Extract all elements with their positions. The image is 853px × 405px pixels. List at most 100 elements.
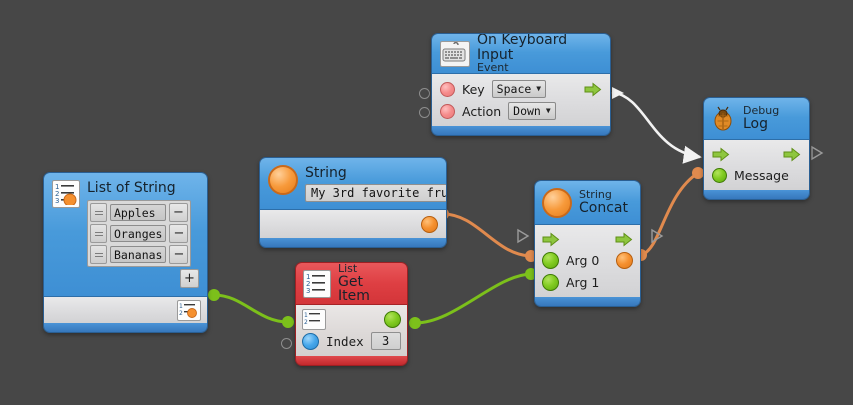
node-header[interactable]: 1 2 3 List Get Item xyxy=(296,263,407,305)
exec-in-arrow-icon[interactable] xyxy=(712,146,730,162)
string-type-icon xyxy=(268,165,298,195)
drag-handle-icon[interactable] xyxy=(90,203,107,222)
node-header[interactable]: Debug Log xyxy=(704,98,809,140)
node-title-block: Debug Log xyxy=(743,105,779,131)
list-item-row[interactable]: Apples − xyxy=(90,203,188,222)
exec-row[interactable] xyxy=(542,229,633,249)
list-item-value[interactable]: Oranges xyxy=(110,225,167,242)
unconnected-socket-action[interactable] xyxy=(419,107,430,118)
list-string-icon: 1 2 3 xyxy=(52,180,80,208)
exec-row[interactable] xyxy=(712,144,801,164)
wire-endpoint xyxy=(208,289,220,301)
chevron-updown-icon: ▼ xyxy=(536,84,542,93)
exec-out-arrow-icon[interactable] xyxy=(783,146,801,162)
action-dropdown-value: Down xyxy=(513,104,541,118)
node-output-strip xyxy=(260,210,446,238)
list-item-row[interactable]: Oranges − xyxy=(90,224,189,243)
index-value-input[interactable]: 3 xyxy=(370,332,401,350)
wire-getitem-to-arg1 xyxy=(414,272,532,325)
remove-item-button[interactable]: − xyxy=(169,224,189,243)
node-list-get-item[interactable]: 1 2 3 List Get Item 1 2 xyxy=(295,262,408,366)
list-editor[interactable]: Apples − Oranges − Bananas − xyxy=(87,200,191,267)
string-value-input[interactable]: My 3rd favorite fruit is: xyxy=(305,184,446,202)
node-title-block: On Keyboard Input Event xyxy=(477,33,600,75)
list-input-icon[interactable]: 1 2 xyxy=(302,309,326,330)
input-label-arg1: Arg 1 xyxy=(566,274,600,290)
action-dropdown[interactable]: Down ▼ xyxy=(508,102,556,120)
drag-handle-icon[interactable] xyxy=(90,224,107,243)
socket-arg1[interactable] xyxy=(542,273,559,291)
node-body: Key Space ▼ Action Down ▼ xyxy=(432,74,610,126)
node-string-concat[interactable]: String Concat Arg 0 A xyxy=(534,180,641,307)
wire-exec-keyboard-to-log xyxy=(611,90,702,164)
svg-text:3: 3 xyxy=(306,287,310,295)
socket-item-output[interactable] xyxy=(384,311,401,328)
remove-item-button[interactable]: − xyxy=(169,245,189,264)
list-item-value[interactable]: Bananas xyxy=(110,246,167,263)
input-row-message[interactable]: Message xyxy=(712,164,801,186)
node-header[interactable]: On Keyboard Input Event xyxy=(432,34,610,74)
list-item-value[interactable]: Apples xyxy=(110,204,166,221)
node-title: Get Item xyxy=(338,273,370,305)
node-on-keyboard-input[interactable]: On Keyboard Input Event Key Space ▼ Acti… xyxy=(431,33,611,136)
socket-arg0[interactable] xyxy=(542,251,559,269)
input-row-key[interactable]: Key Space ▼ xyxy=(440,78,602,100)
node-title: On Keyboard Input xyxy=(477,33,568,63)
input-label-arg0: Arg 0 xyxy=(566,252,600,268)
key-dropdown[interactable]: Space ▼ xyxy=(491,80,547,98)
input-row-action[interactable]: Action Down ▼ xyxy=(440,100,602,122)
node-footer xyxy=(296,356,407,365)
unconnected-socket-getitem-list[interactable] xyxy=(281,338,292,349)
node-footer xyxy=(44,323,207,332)
input-label-index: Index xyxy=(326,333,364,349)
unconnected-socket-key[interactable] xyxy=(419,88,430,99)
node-subtitle: Debug xyxy=(743,104,780,118)
exec-out-arrow-icon[interactable] xyxy=(615,231,633,247)
socket-key[interactable] xyxy=(440,81,455,97)
node-header[interactable]: 1 2 3 List of String Apples − xyxy=(44,173,207,297)
svg-text:2: 2 xyxy=(55,190,59,198)
exec-out-triangle-debug-log[interactable] xyxy=(810,145,824,161)
node-output-strip: 1 2 xyxy=(44,297,207,323)
exec-out-arrow-marker xyxy=(612,87,624,99)
node-header[interactable]: String Concat xyxy=(535,181,640,225)
socket-concat-output[interactable] xyxy=(616,251,633,269)
input-row-arg1[interactable]: Arg 1 xyxy=(542,271,633,293)
input-label-action: Action xyxy=(462,103,502,119)
exec-out-arrow-icon[interactable] xyxy=(584,81,602,97)
socket-action[interactable] xyxy=(440,103,455,119)
node-body: 1 2 Index 3 xyxy=(296,305,407,356)
drag-handle-icon[interactable] xyxy=(90,245,107,264)
node-string-literal[interactable]: String My 3rd favorite fruit is: xyxy=(259,157,447,248)
exec-out-triangle-concat[interactable] xyxy=(516,228,530,244)
wire-endpoint xyxy=(282,316,294,328)
svg-text:1: 1 xyxy=(179,303,183,310)
node-list-of-string[interactable]: 1 2 3 List of String Apples − xyxy=(43,172,208,333)
node-footer xyxy=(260,238,446,247)
node-title: String xyxy=(305,165,347,181)
add-item-row[interactable]: + xyxy=(87,269,199,288)
add-item-button[interactable]: + xyxy=(180,269,199,288)
list-item-row[interactable]: Bananas − xyxy=(90,245,189,264)
node-title-block: List Get Item xyxy=(338,263,397,304)
key-dropdown-value: Space xyxy=(496,82,532,96)
input-row-index[interactable]: Index 3 xyxy=(302,330,401,352)
node-footer xyxy=(432,126,610,135)
input-row-arg0[interactable]: Arg 0 xyxy=(542,249,633,271)
node-subtitle: Event xyxy=(477,61,509,75)
node-header[interactable]: String My 3rd favorite fruit is: xyxy=(260,158,446,210)
list-output-icon[interactable]: 1 2 xyxy=(177,299,201,321)
remove-item-button[interactable]: − xyxy=(169,203,188,222)
exec-in-arrow-icon[interactable] xyxy=(542,231,560,247)
node-title: Log xyxy=(743,115,769,132)
svg-text:2: 2 xyxy=(304,319,308,326)
socket-message[interactable] xyxy=(712,167,727,183)
socket-index[interactable] xyxy=(302,332,319,350)
list-input-row[interactable]: 1 2 xyxy=(302,309,401,330)
svg-text:1: 1 xyxy=(55,183,59,191)
socket-string-output[interactable] xyxy=(421,215,438,233)
node-footer xyxy=(704,190,809,199)
node-debug-log[interactable]: Debug Log Message xyxy=(703,97,810,200)
exec-out-triangle-concat-right[interactable] xyxy=(650,228,664,244)
